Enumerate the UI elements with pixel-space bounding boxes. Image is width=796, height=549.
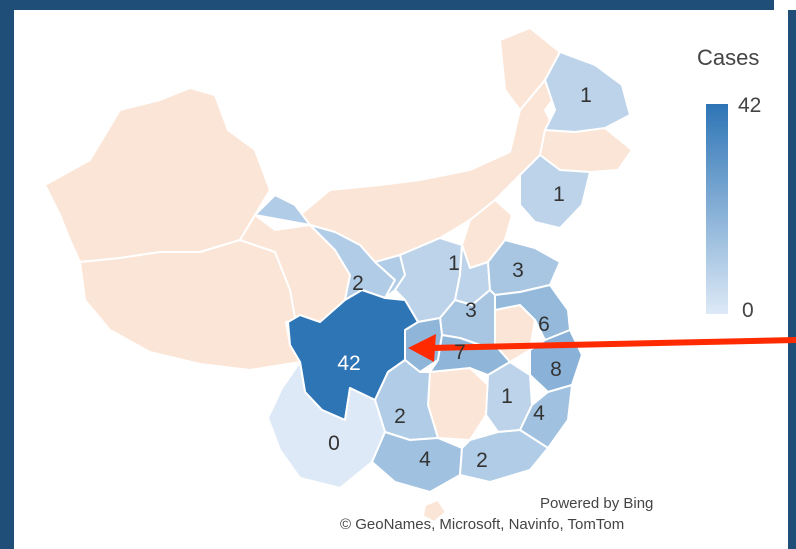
label-jiangsu: 6 — [538, 313, 550, 336]
legend-min-value: 0 — [742, 299, 754, 322]
label-fujian: 4 — [533, 402, 545, 425]
region-jiangsu[interactable] — [494, 284, 571, 341]
label-henan: 3 — [465, 299, 477, 322]
legend-title: Cases — [697, 45, 760, 70]
label-guangdong: 2 — [476, 449, 488, 472]
label-hubei: 7 — [454, 341, 466, 364]
arrow-head — [408, 334, 436, 362]
region-heilongjiang[interactable] — [544, 51, 631, 133]
data-provinces — [254, 51, 631, 493]
legend-max-value: 42 — [738, 94, 762, 117]
label-yunnan: 0 — [328, 432, 340, 455]
label-liaoning: 1 — [553, 183, 565, 206]
top-right-strip — [774, 0, 796, 10]
label-gansu: 2 — [352, 272, 364, 295]
nodata-provinces — [44, 27, 633, 523]
label-shaanxi: 1 — [448, 252, 460, 275]
arrow-line — [429, 337, 796, 351]
legend-color-bar — [706, 104, 728, 314]
highlight-arrow — [408, 334, 796, 362]
region-xinjiang[interactable] — [44, 87, 271, 263]
label-guangxi: 4 — [419, 448, 431, 471]
copyright-text: © GeoNames, Microsoft, Navinfo, TomTom — [340, 516, 625, 533]
label-shandong: 3 — [512, 259, 524, 282]
region-guangxi[interactable] — [371, 431, 463, 493]
label-sichuan: 42 — [337, 352, 361, 375]
powered-by-text: Powered by Bing — [540, 495, 654, 512]
label-heilongjiang: 1 — [580, 84, 592, 107]
label-jiangxi: 1 — [501, 385, 513, 408]
region-hainan[interactable] — [422, 499, 447, 523]
region-tibet[interactable] — [79, 239, 301, 371]
region-guangdong[interactable] — [459, 429, 549, 483]
region-hunan[interactable] — [427, 367, 489, 441]
region-liaoning[interactable] — [519, 154, 591, 229]
label-zhejiang: 8 — [550, 358, 562, 381]
label-guizhou: 2 — [394, 405, 406, 428]
